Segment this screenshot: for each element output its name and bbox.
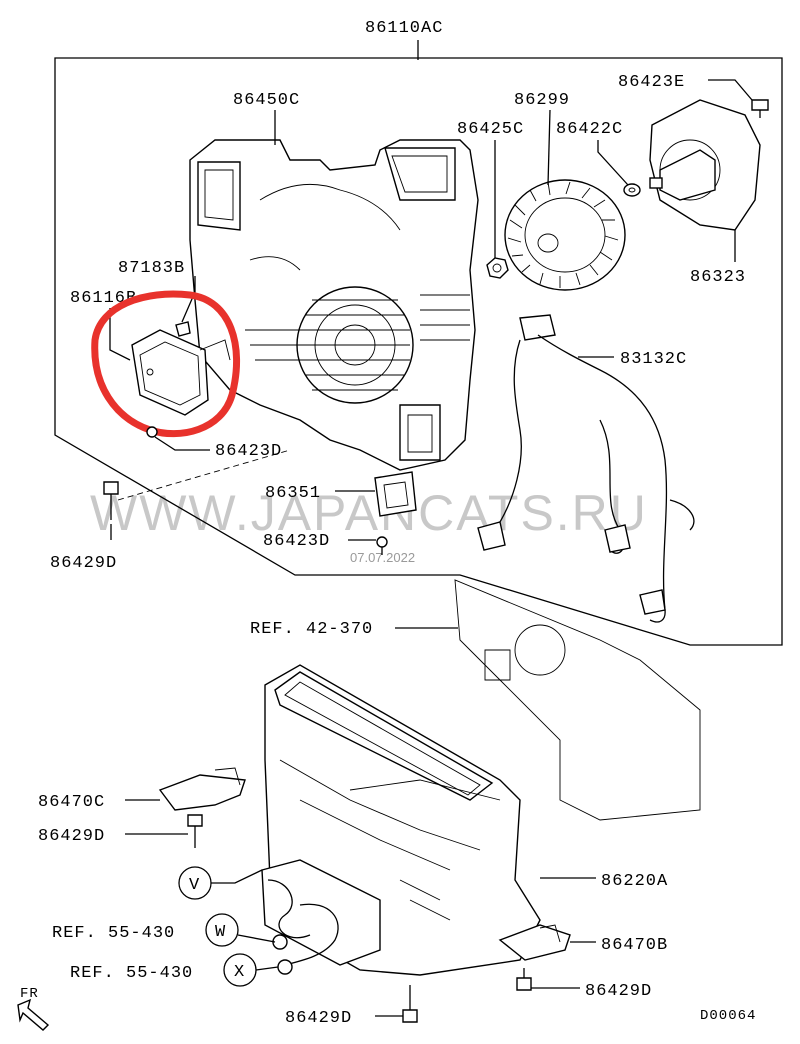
bracket-left[interactable] xyxy=(158,767,246,811)
label-blower-fan[interactable]: 86299 xyxy=(514,91,570,110)
label-motor[interactable]: 86323 xyxy=(690,268,746,287)
label-nut-upper[interactable]: 86425C xyxy=(457,120,524,139)
actuator[interactable] xyxy=(131,329,231,416)
nut-upper[interactable] xyxy=(486,257,509,279)
bracket-right[interactable] xyxy=(498,924,571,961)
blower-fan[interactable] xyxy=(504,179,626,291)
label-harness[interactable]: 83132C xyxy=(620,350,687,369)
label-assembly[interactable]: 86110AC xyxy=(365,19,443,38)
highlight-circle xyxy=(91,290,241,438)
leader-washer xyxy=(597,140,629,186)
bolt-right[interactable] xyxy=(516,968,532,991)
label-bolt-b[interactable]: 87183B xyxy=(118,259,185,278)
diagram-code: D00064 xyxy=(700,1008,756,1024)
watermark: WWW.JAPANCATS.RU xyxy=(90,485,648,541)
label-ref-upper[interactable]: REF. 42-370 xyxy=(250,620,373,639)
bolt-bottom[interactable] xyxy=(402,985,418,1023)
label-bolt-bottom[interactable]: 86429D xyxy=(285,1009,352,1028)
blower-motor[interactable] xyxy=(649,99,761,231)
screw-d-lower[interactable] xyxy=(376,536,388,555)
leader-screw-d-upper xyxy=(154,436,210,451)
date-stamp: 07.07.2022 xyxy=(350,550,415,565)
leader-w xyxy=(237,934,276,943)
label-washer[interactable]: 86422C xyxy=(556,120,623,139)
leader-x xyxy=(255,966,279,971)
blower-case-upper[interactable] xyxy=(189,139,479,471)
label-bolt-left[interactable]: 86429D xyxy=(50,554,117,573)
bolt-left[interactable] xyxy=(103,481,119,520)
bolt-left2[interactable] xyxy=(187,814,203,848)
label-screw-d-lower[interactable]: 86423D xyxy=(263,532,330,551)
dashboard-ref[interactable] xyxy=(454,579,701,821)
leader-screw-e xyxy=(708,79,753,101)
leader-blower-fan xyxy=(547,109,551,186)
bolt-b[interactable] xyxy=(175,321,191,337)
harness[interactable] xyxy=(477,314,695,623)
heater-unit[interactable] xyxy=(261,664,541,976)
label-resistor[interactable]: 86351 xyxy=(265,484,321,503)
label-bracket-left[interactable]: 86470C xyxy=(38,793,105,812)
label-fr[interactable]: FR xyxy=(20,986,39,1002)
label-screw-e[interactable]: 86423E xyxy=(618,73,685,92)
label-ref-x[interactable]: REF. 55-430 xyxy=(70,964,193,983)
screw-d-upper[interactable] xyxy=(146,426,158,438)
label-circle-w[interactable]: W xyxy=(215,923,226,942)
label-screw-d-upper[interactable]: 86423D xyxy=(215,442,282,461)
screw-e[interactable] xyxy=(751,99,769,118)
label-bolt-right[interactable]: 86429D xyxy=(585,982,652,1001)
resistor[interactable] xyxy=(374,471,417,517)
label-bolt-left2[interactable]: 86429D xyxy=(38,827,105,846)
label-circle-v[interactable]: V xyxy=(189,876,200,895)
washer[interactable] xyxy=(623,183,641,197)
front-arrow-icon xyxy=(17,998,50,1031)
leader-bolt-b xyxy=(181,276,196,323)
label-circle-x[interactable]: X xyxy=(234,963,245,982)
circle-w-marker xyxy=(205,913,239,947)
label-ref-w[interactable]: REF. 55-430 xyxy=(52,924,175,943)
label-heater-unit[interactable]: 86220A xyxy=(601,872,668,891)
label-bracket-right[interactable]: 86470B xyxy=(601,936,668,955)
leader-actuator xyxy=(109,308,131,361)
label-case-upper[interactable]: 86450C xyxy=(233,91,300,110)
assembly-frame xyxy=(54,57,783,646)
leader-v xyxy=(211,869,263,884)
